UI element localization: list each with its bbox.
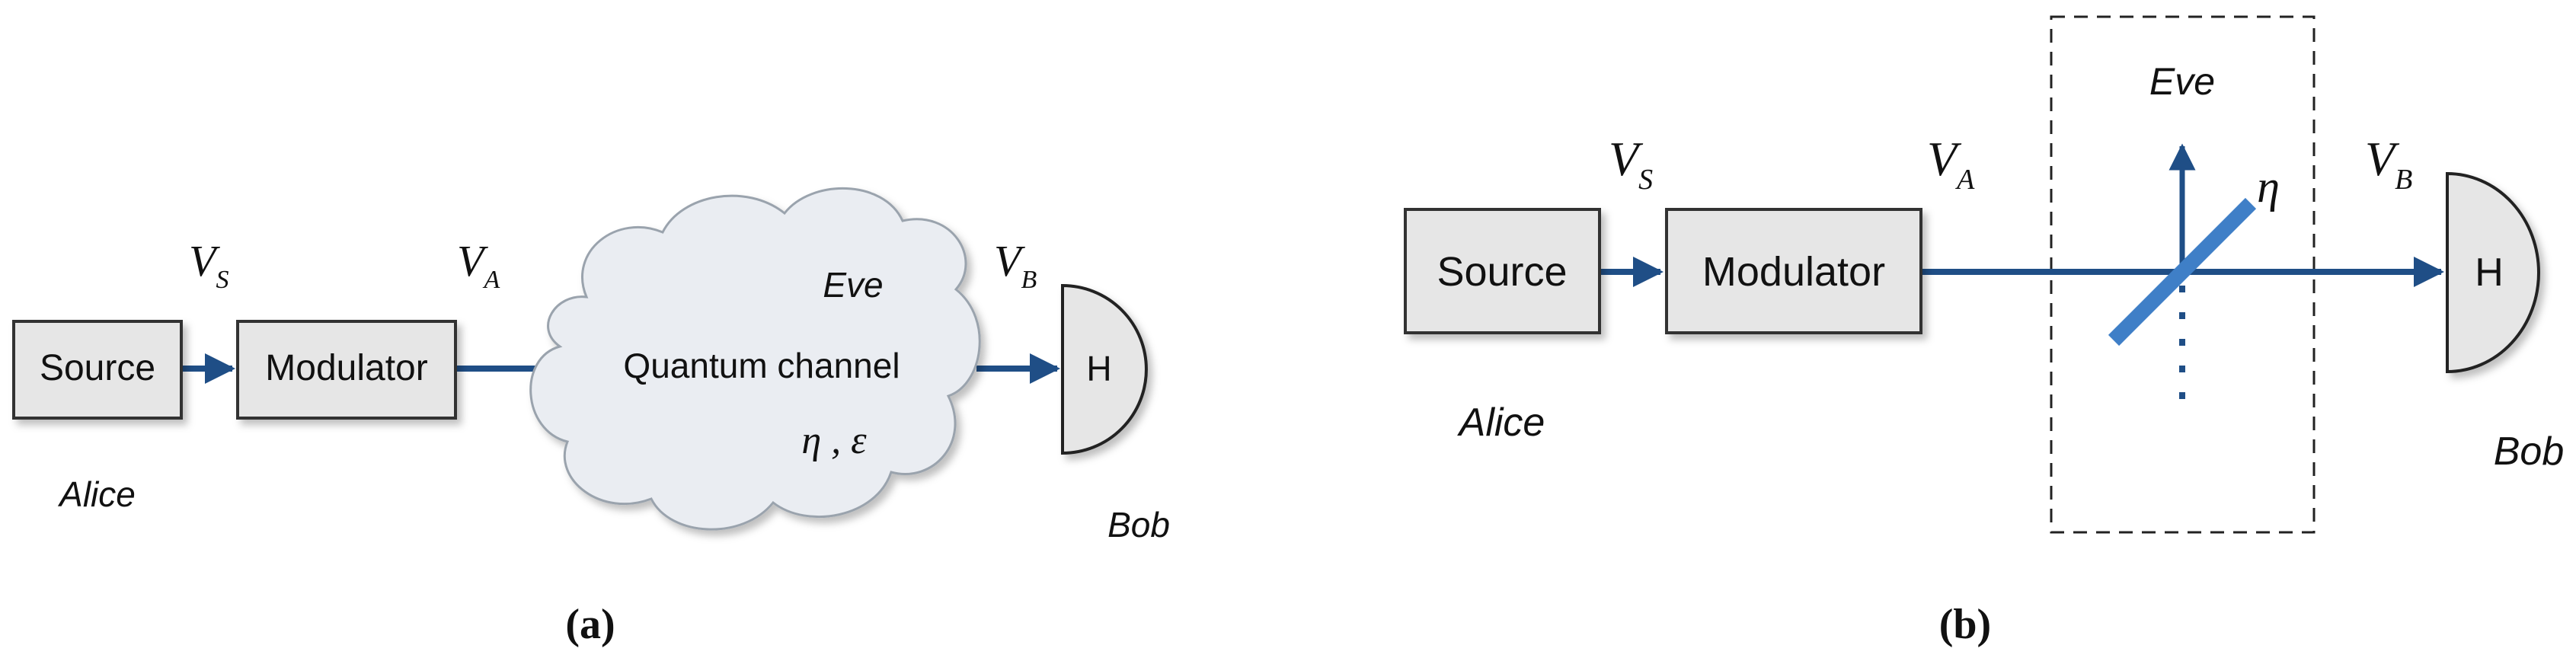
alice-label-b: Alice — [1457, 401, 1545, 445]
modulator-label: Modulator — [265, 348, 427, 388]
eta-label-b: η — [2257, 161, 2280, 212]
source-label-b: Source — [1437, 249, 1567, 295]
alice-label-a: Alice — [57, 474, 136, 514]
caption-a: (a) — [565, 601, 615, 648]
detector-label-a: H — [1086, 349, 1111, 388]
va-label-a: VA — [457, 236, 500, 294]
modulator-box-b — [1665, 208, 1922, 334]
source-box-b — [1404, 208, 1601, 334]
va-label-b: VA — [1927, 132, 1975, 196]
eve-label-b: Eve — [2149, 60, 2215, 103]
channel-params: η , ε — [801, 419, 867, 462]
quantum-channel-cloud — [529, 187, 981, 531]
modulator-label-b: Modulator — [1702, 249, 1885, 295]
vb-label-a: VB — [994, 236, 1037, 294]
detector-h-a — [1061, 283, 1148, 455]
vs-label-b: VS — [1609, 132, 1653, 196]
caption-b: (b) — [1939, 601, 1991, 648]
modulator-box — [236, 320, 457, 420]
bob-label-a: Bob — [1107, 505, 1170, 544]
channel-label: Quantum channel — [623, 346, 900, 385]
panel-a: Source Modulator Quantum channel Eve η ,… — [12, 187, 1170, 648]
source-label: Source — [40, 348, 155, 388]
vs-label-a: VS — [189, 236, 229, 294]
bob-label-b: Bob — [2494, 429, 2565, 474]
detector-h-b — [2446, 171, 2540, 374]
eve-label-a: Eve — [823, 265, 883, 305]
detector-label-b: H — [2475, 251, 2504, 295]
panel-b: Eve η Source Modulator H VS VA VB Alice … — [1404, 15, 2565, 648]
beam-splitter — [2108, 197, 2257, 346]
source-box — [12, 320, 183, 420]
vb-label-b: VB — [2365, 132, 2412, 196]
